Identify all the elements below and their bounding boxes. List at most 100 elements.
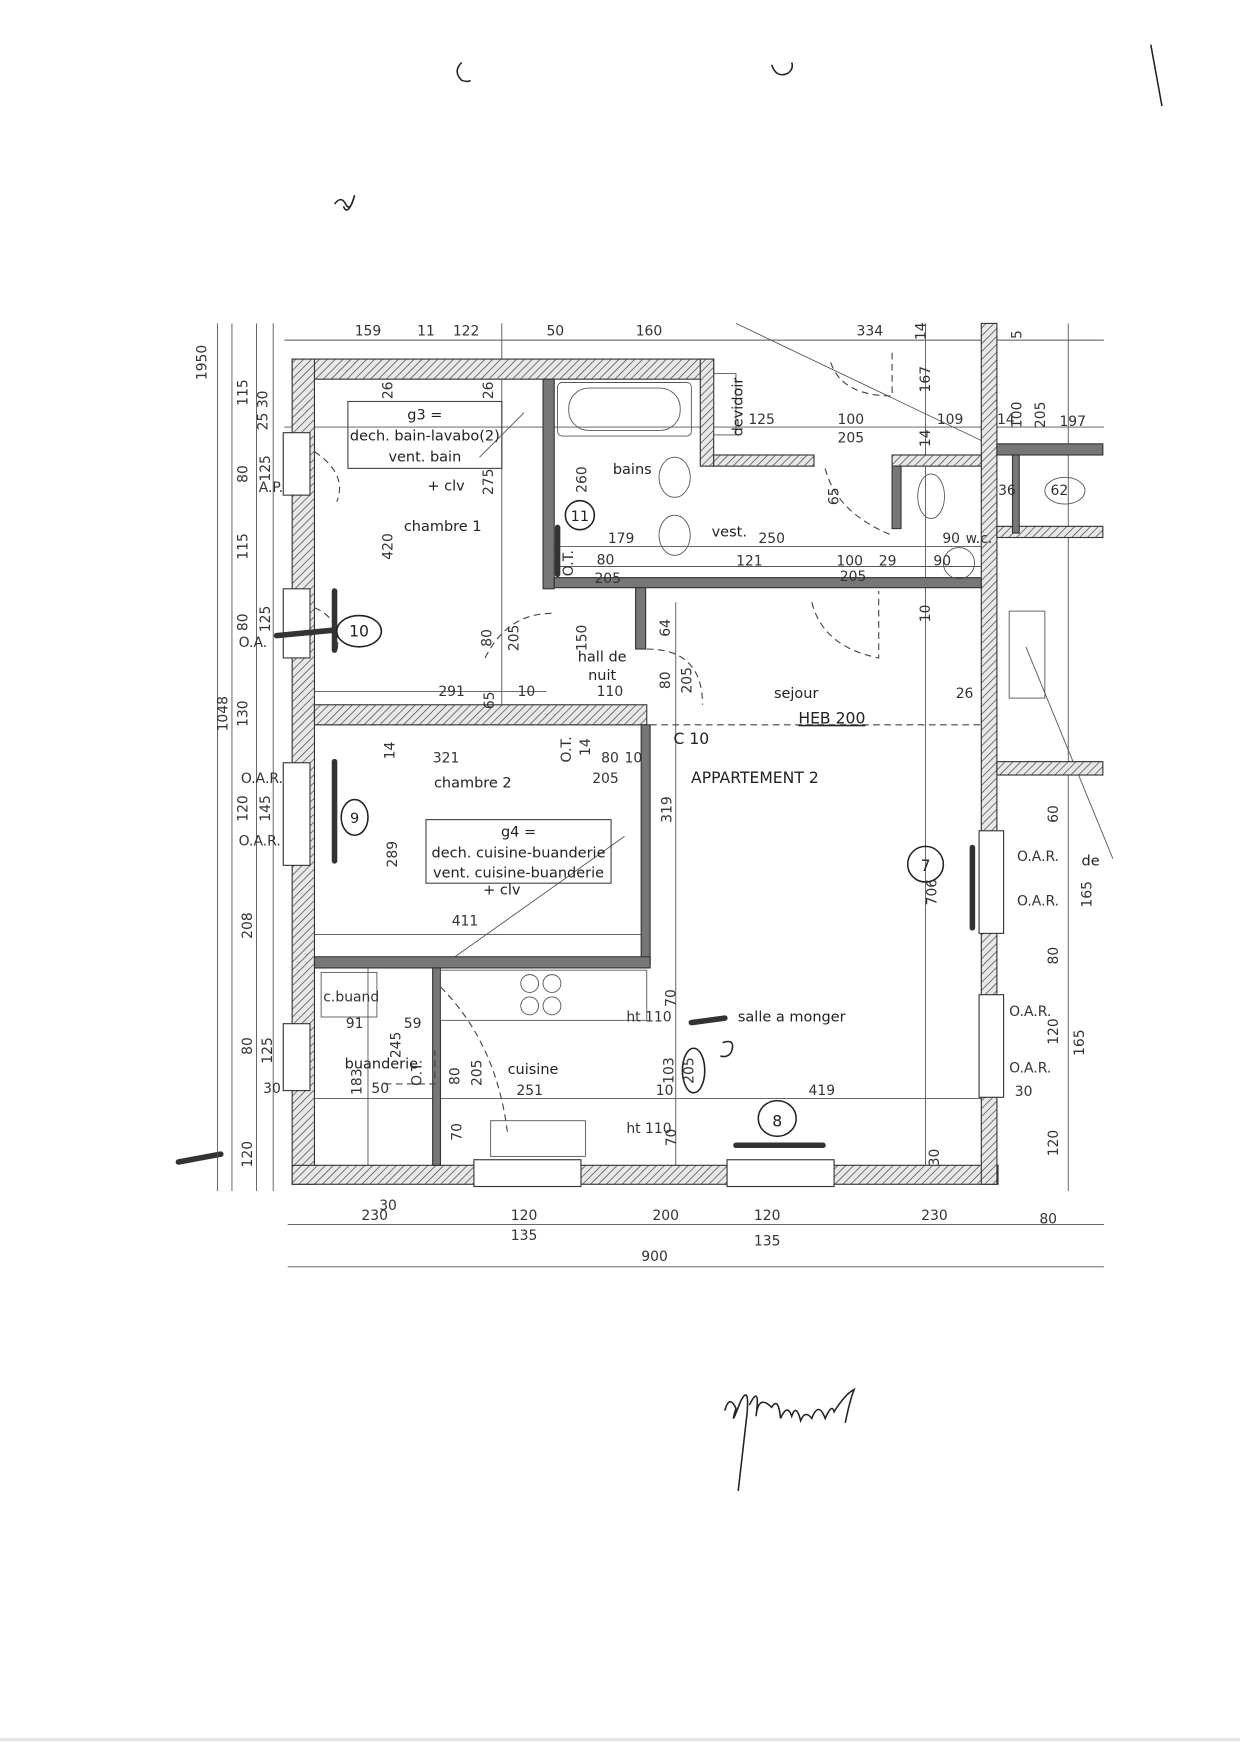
- dimension-label: 319: [659, 796, 675, 823]
- room-de: de: [1082, 853, 1100, 869]
- sink: [490, 1120, 586, 1157]
- dimension-label: 80: [1046, 947, 1062, 965]
- room-hall-2: nuit: [588, 668, 616, 684]
- dimension-label: 205: [507, 625, 523, 652]
- room-chambre-2: chambre 2: [434, 775, 512, 791]
- scan-mark: [770, 62, 794, 76]
- dimension-label: O.A.R.: [1017, 893, 1059, 909]
- dimension-label: 80: [658, 671, 674, 689]
- room-c-buand: c.buand: [323, 989, 379, 1005]
- dimension-label: 205: [592, 771, 619, 787]
- dimension-label: 159: [355, 324, 382, 340]
- circled-10: 10: [349, 623, 369, 641]
- apartment-title: APPARTEMENT 2: [691, 769, 819, 787]
- dimension-label: 160: [636, 324, 663, 340]
- room-wc: w.c.: [966, 531, 993, 547]
- dimension-label: 167: [918, 366, 934, 393]
- dimension-label: 29: [879, 553, 897, 569]
- dimension-label: 14: [997, 412, 1015, 428]
- dims-left: 1950 115 25 30 80 125 A.P. 115 80 125 O.…: [194, 345, 283, 1168]
- dimension-label: 120: [511, 1208, 538, 1224]
- room-hall-1: hall de: [578, 649, 627, 665]
- column-label: C 10: [674, 730, 710, 748]
- circled-11: 11: [571, 509, 589, 525]
- dimension-label: O.A.R.: [1009, 1061, 1051, 1077]
- dimension-label: O.T.: [559, 736, 575, 762]
- dimension-label: ht 110: [626, 1009, 671, 1025]
- dimension-label: 80: [236, 613, 252, 631]
- dimension-label: 208: [240, 912, 256, 939]
- dimension-label: 30: [927, 1149, 943, 1167]
- dimension-label: 291: [438, 684, 465, 700]
- dimension-label: 115: [236, 533, 252, 560]
- dimension-label: 120: [1046, 1130, 1062, 1157]
- note-line: + clv: [483, 882, 521, 898]
- windows: [282, 432, 1005, 1188]
- dimension-label: 120: [236, 795, 252, 822]
- dims-inner: 26 26 275 420 260 179 80 205 O.T. 291 65…: [346, 366, 1096, 1166]
- dimension-label: 275: [481, 468, 497, 495]
- dimension-label: 251: [516, 1083, 543, 1099]
- dimension-label: 90: [933, 553, 951, 569]
- dimension-label: 91: [346, 1016, 364, 1032]
- room-labels: chambre 1 chambre 2 bains hall de nuit v…: [323, 378, 1099, 1078]
- room-chambre-1: chambre 1: [404, 519, 482, 535]
- dimension-label: 125: [258, 455, 274, 482]
- dimension-label: 70: [450, 1123, 466, 1141]
- dimension-label: 26: [481, 381, 497, 399]
- dimension-label: 205: [594, 571, 621, 587]
- dimension-label: 10: [517, 684, 535, 700]
- note-g4: g4 = dech. cuisine-buanderie vent. cuisi…: [425, 819, 612, 898]
- dimension-label: 100: [1009, 402, 1025, 429]
- room-cuisine: cuisine: [508, 1062, 559, 1078]
- note-line: g4 =: [501, 824, 536, 840]
- room-buanderie: buanderie: [345, 1056, 419, 1072]
- dimension-label: 14: [918, 429, 934, 447]
- dimension-label: 130: [236, 700, 252, 727]
- circled-9: 9: [350, 811, 359, 827]
- dimension-label: 125: [258, 606, 274, 633]
- dimension-label: 80: [597, 552, 615, 568]
- dimension-label: 14: [383, 741, 399, 759]
- dimension-label: 706: [925, 879, 941, 906]
- dimension-label: 30: [379, 1198, 397, 1214]
- dimension-label: 205: [1033, 402, 1049, 429]
- dimension-label: 230: [921, 1208, 948, 1224]
- dimension-label: 64: [658, 619, 674, 637]
- note-line: + clv: [427, 479, 465, 495]
- doors: [314, 351, 893, 1132]
- beam-label: HEB 200: [798, 710, 865, 728]
- dimension-label: 125: [260, 1037, 276, 1064]
- dimension-label: 115: [236, 379, 252, 406]
- note-g3: g3 = dech. bain-lavabo(2) vent. bain + c…: [347, 400, 503, 495]
- dimension-label: 14: [578, 738, 594, 756]
- scan-mark: [333, 194, 356, 211]
- washbasin: [658, 514, 691, 556]
- dimension-label: 30: [1015, 1084, 1033, 1100]
- dimension-label: 411: [452, 914, 479, 930]
- note-line: dech. cuisine-buanderie: [432, 846, 606, 862]
- dimension-label: 120: [240, 1141, 256, 1168]
- dimension-label: 50: [546, 324, 564, 340]
- dimension-label: O.A.: [239, 635, 268, 651]
- dimension-label: 100: [836, 553, 863, 569]
- fixtures: [314, 373, 1086, 1157]
- dimension-label: A.P.: [259, 480, 283, 496]
- dimension-label: 70: [664, 1129, 680, 1147]
- dimension-label: 205: [840, 569, 867, 585]
- note-line: dech. bain-lavabo(2): [350, 428, 500, 444]
- room-sejour: sejour: [774, 686, 819, 702]
- circled-7: 7: [921, 857, 931, 875]
- dimension-label: 205: [679, 667, 695, 694]
- dimension-label: 245: [388, 1032, 404, 1059]
- dimension-label: 420: [381, 533, 397, 560]
- dimension-label: 900: [641, 1249, 668, 1265]
- dimension-label: 60: [1046, 805, 1062, 823]
- dimension-label: 250: [758, 531, 785, 547]
- dimension-label: 10: [656, 1083, 674, 1099]
- dimension-label: 205: [838, 431, 865, 447]
- signature: [724, 1387, 856, 1492]
- dimension-label: 122: [453, 324, 480, 340]
- scan-mark: [456, 61, 472, 83]
- dimension-label: 289: [385, 841, 401, 868]
